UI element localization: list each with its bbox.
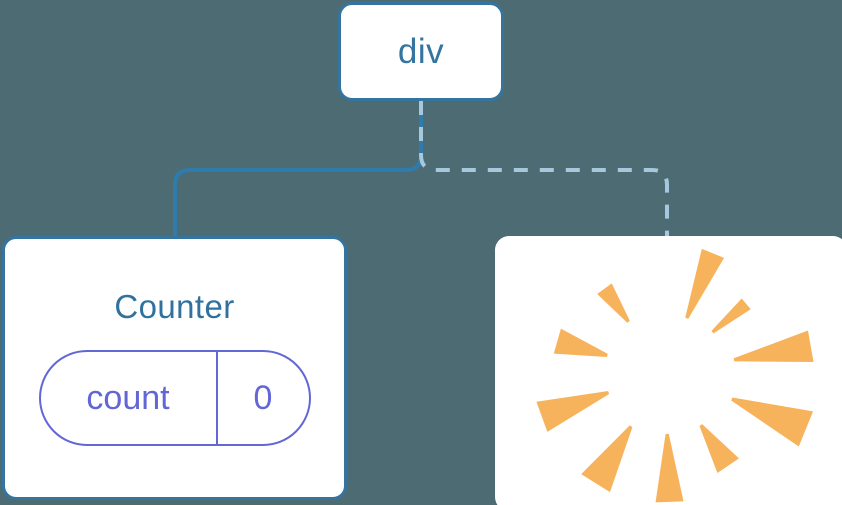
node-burst[interactable]: [495, 236, 842, 505]
node-counter-label: Counter: [114, 288, 235, 325]
edge-div-to-counter: [173, 101, 423, 238]
burst-ray-8: [553, 328, 608, 357]
state-value-label: 0: [253, 379, 273, 417]
state-pill-divider: [215, 352, 218, 444]
burst-ray-1: [711, 298, 751, 334]
node-div-label: div: [397, 32, 445, 71]
node-counter[interactable]: Counter count 0: [2, 236, 347, 500]
state-key-label: count: [86, 379, 170, 417]
node-div[interactable]: div: [338, 2, 504, 101]
burst-ray-3: [731, 397, 814, 447]
burst-ray-5: [655, 433, 684, 503]
edge-div-to-burst: [419, 101, 669, 238]
burst-ray-4: [699, 424, 739, 473]
render-burst-icon: [536, 248, 814, 503]
burst-ray-7: [536, 391, 610, 432]
burst-ray-9: [597, 283, 630, 323]
burst-ray-6: [581, 425, 633, 493]
burst-rays: [536, 248, 814, 503]
burst-ray-2: [733, 330, 814, 363]
state-pill-count[interactable]: count 0: [38, 350, 311, 446]
burst-ray-0: [685, 248, 725, 319]
